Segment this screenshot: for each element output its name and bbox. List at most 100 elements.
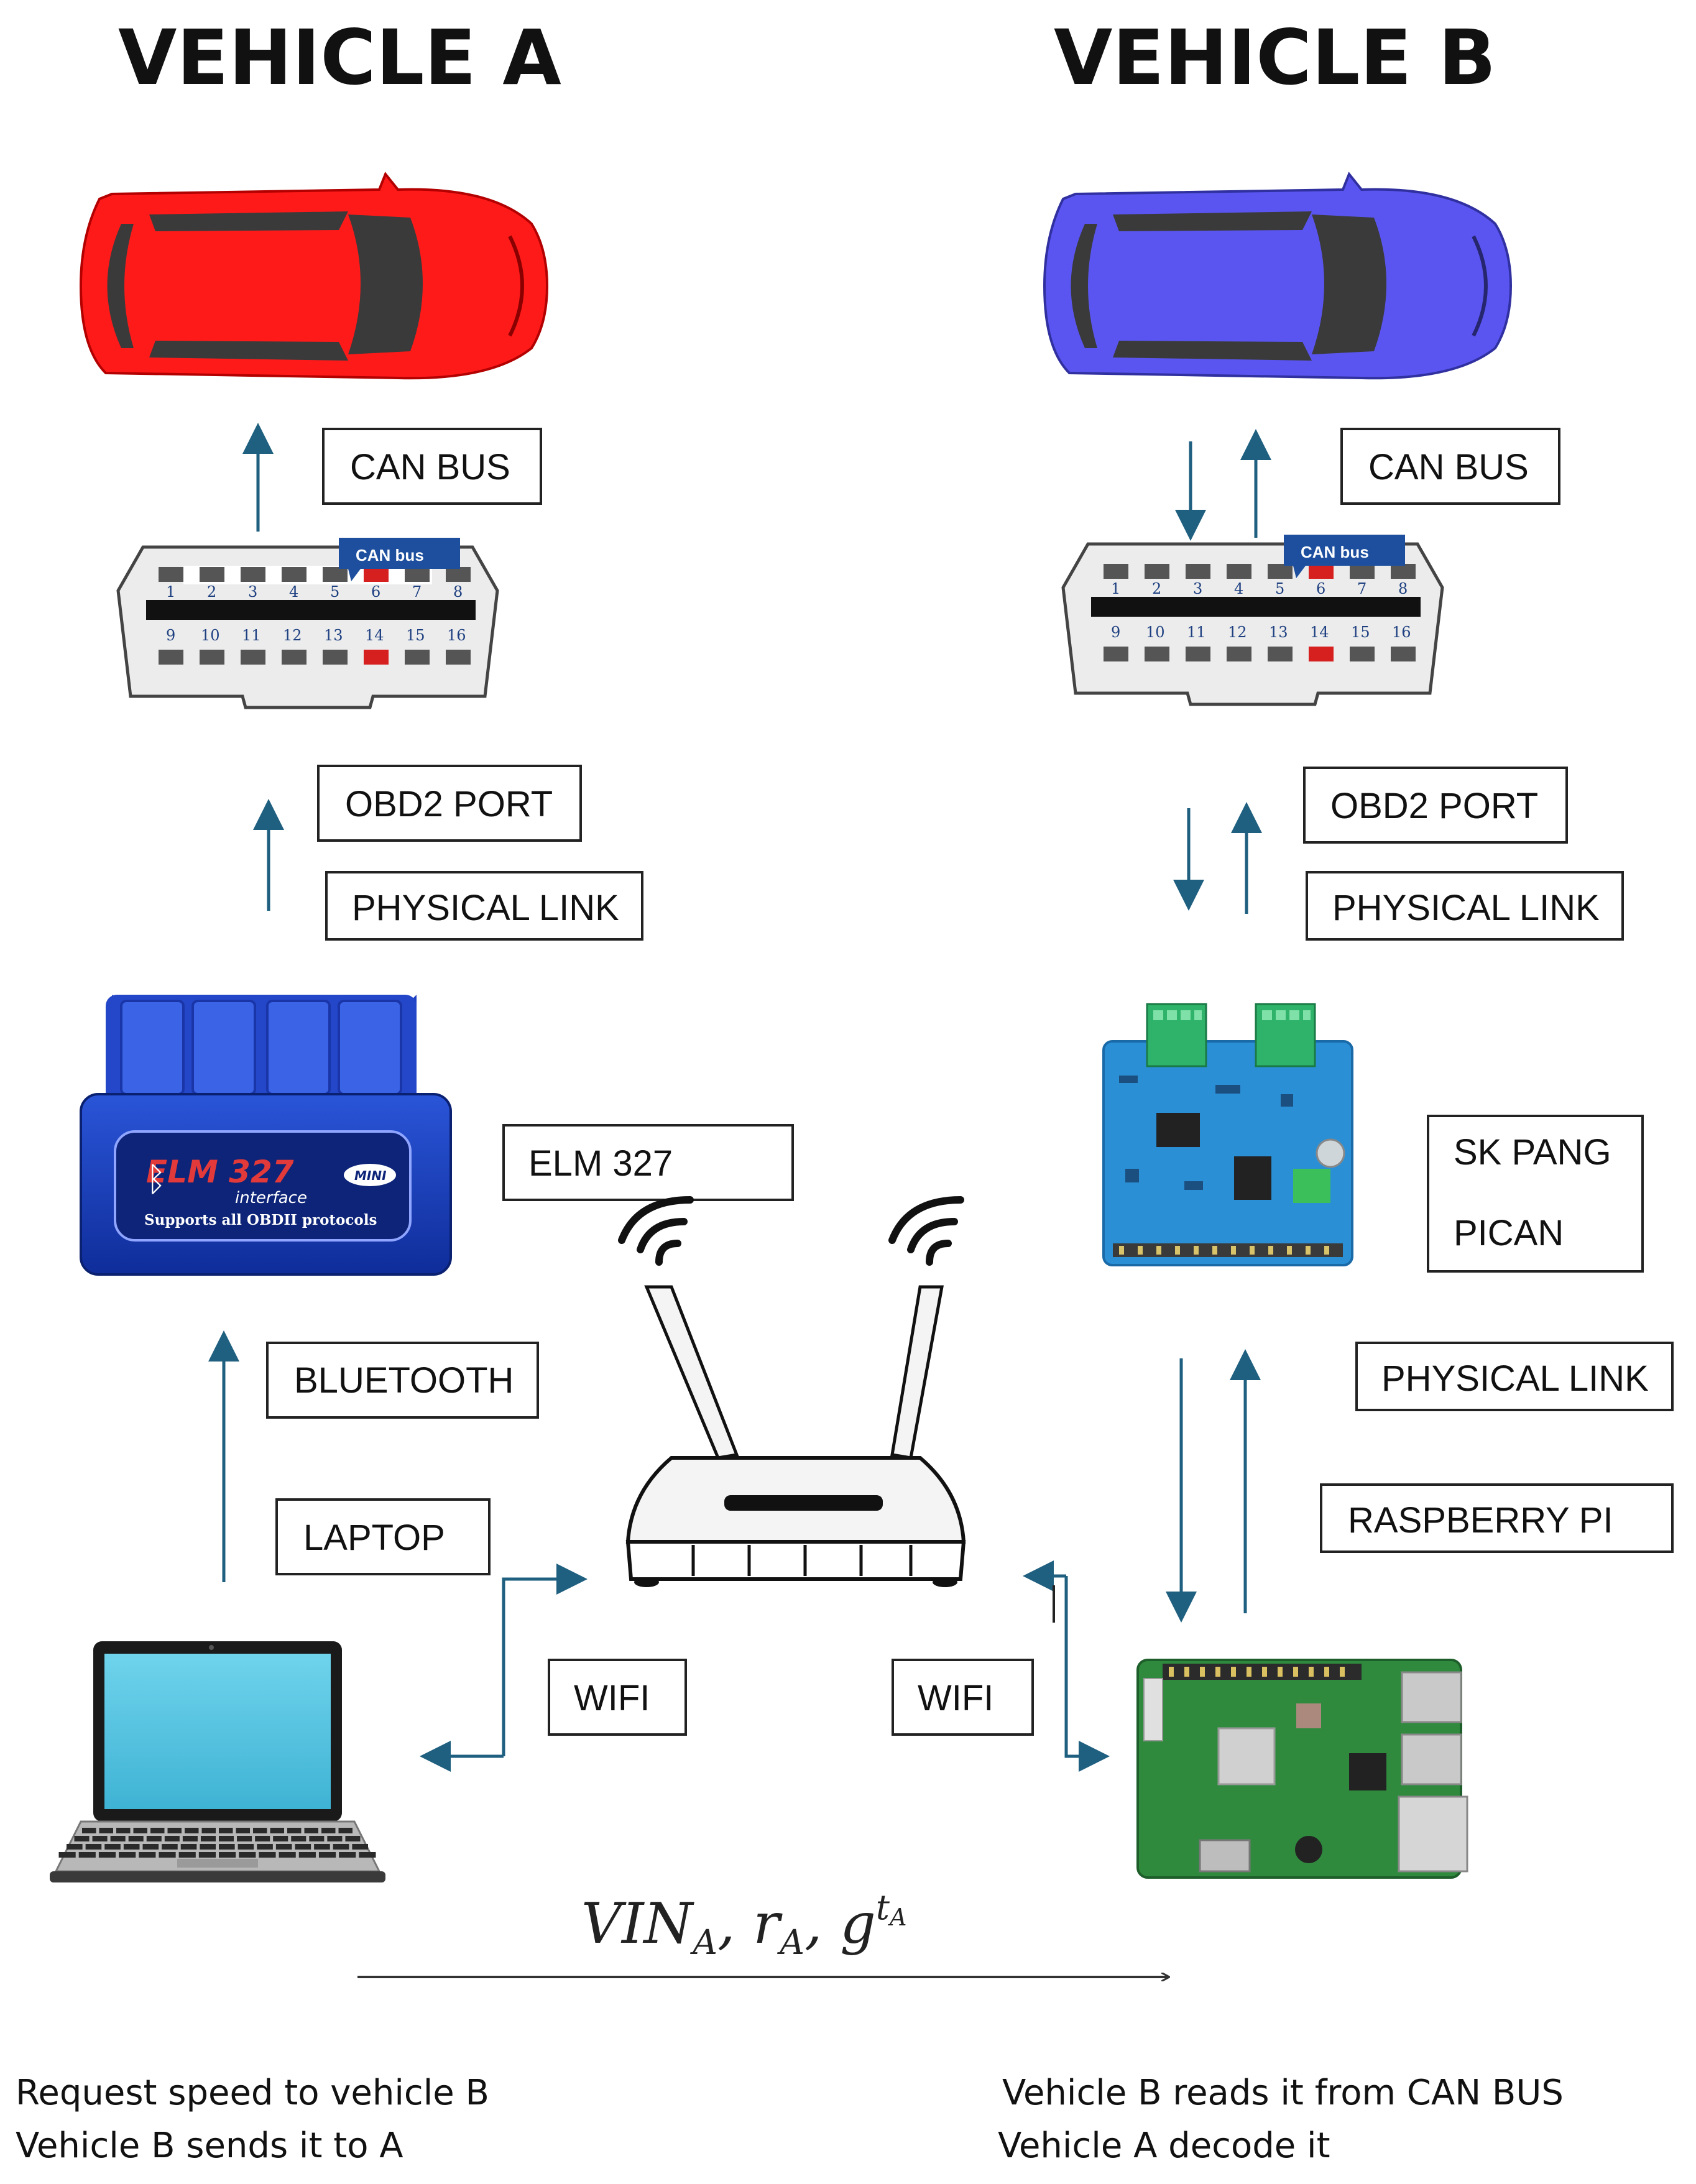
laptop-key — [273, 1836, 288, 1841]
svg-text:PHYSICAL LINK: PHYSICAL LINK — [352, 888, 619, 928]
laptop-key — [139, 1852, 156, 1858]
laptop-key — [219, 1844, 235, 1850]
laptop-key — [345, 1836, 361, 1841]
laptop-key — [287, 1828, 302, 1833]
elm327-label: ELM 327 — [502, 1124, 794, 1201]
car-b-image — [1043, 172, 1513, 380]
svg-text:SK PANG: SK PANG — [1454, 1132, 1611, 1173]
laptop-key — [182, 1836, 198, 1841]
laptop-key — [338, 1828, 353, 1833]
laptop-key — [200, 1844, 216, 1850]
laptop-key — [67, 1844, 83, 1850]
laptop-key — [82, 1828, 96, 1833]
obd-pin — [1186, 647, 1210, 661]
laptop-image — [50, 1641, 385, 1882]
obd-pin-number: 7 — [412, 583, 422, 601]
obd-pin-number: 9 — [1111, 624, 1120, 641]
wifi-signal-icon-left — [618, 1196, 694, 1266]
obd-pin — [323, 567, 348, 582]
arrow-laptop-to-router — [502, 1564, 588, 1756]
laptop-key — [133, 1828, 147, 1833]
laptop-key — [58, 1852, 76, 1858]
obd-pin — [1104, 647, 1128, 661]
obd-pin-number: 4 — [1234, 580, 1243, 597]
svg-text:WIFI: WIFI — [574, 1678, 650, 1718]
can-bus-tag-a: CAN bus — [356, 546, 424, 564]
obd-pin-number: 10 — [201, 627, 220, 644]
laptop-key — [185, 1828, 199, 1833]
obd-pin — [200, 567, 224, 582]
obd-pin-number: 15 — [406, 627, 425, 644]
physical-link-a-label: PHYSICAL LINK — [325, 871, 643, 941]
obd-pin — [1350, 647, 1375, 661]
elm327-device-image: ELM 327 MINI interface Supports all OBDI… — [80, 995, 452, 1276]
laptop-key — [92, 1836, 108, 1841]
laptop-key — [255, 1836, 270, 1841]
wifi-left-label: WIFI — [548, 1659, 687, 1736]
obd-pin — [1268, 647, 1293, 661]
laptop-key — [236, 1828, 250, 1833]
elm-tagline: Supports all OBDII protocols — [144, 1212, 377, 1228]
obd-pin — [446, 567, 471, 582]
elm-brand: ELM 327 — [146, 1154, 294, 1190]
svg-text:PICAN: PICAN — [1454, 1213, 1564, 1253]
obd2-port-a-label: OBD2 PORT — [317, 765, 582, 842]
obd-pin — [241, 650, 265, 665]
obd-pin — [1309, 564, 1334, 579]
laptop-key — [201, 1828, 216, 1833]
svg-text:RASPBERRY PI: RASPBERRY PI — [1348, 1500, 1613, 1541]
obd-pin-number: 16 — [447, 627, 466, 644]
laptop-key — [128, 1836, 144, 1841]
obd-pin-number: 3 — [1193, 580, 1202, 597]
raspberry-pi-image — [1136, 1659, 1468, 1879]
note-right-line2: Vehicle A decode it — [998, 2126, 1330, 2166]
obd-pin — [1227, 564, 1251, 579]
sk-pang-pican-label: SK PANG PICAN — [1427, 1115, 1644, 1273]
obd-pin-number: 11 — [1187, 624, 1206, 641]
laptop-key — [291, 1836, 306, 1841]
wifi-router-image — [618, 1196, 966, 1587]
obd-pin-number: 12 — [1228, 624, 1247, 641]
svg-text:OBD2 PORT: OBD2 PORT — [345, 784, 553, 824]
laptop-key — [164, 1836, 180, 1841]
svg-text:LAPTOP: LAPTOP — [303, 1518, 445, 1558]
elm-sub: interface — [235, 1189, 307, 1207]
vehicle-a-title: VEHICLE A — [118, 14, 561, 102]
obd-pin — [1309, 647, 1334, 661]
svg-text:WIFI: WIFI — [918, 1678, 993, 1718]
laptop-key — [78, 1852, 96, 1858]
physical-link-b1-label: PHYSICAL LINK — [1306, 871, 1624, 941]
obd-pin-number: 3 — [248, 583, 257, 601]
obd-pin-number: 5 — [330, 583, 339, 601]
obd-pin — [1391, 564, 1416, 579]
obd-pin-number: 12 — [283, 627, 302, 644]
obd-pin-number: 13 — [1269, 624, 1288, 641]
laptop-key — [321, 1828, 336, 1833]
bluetooth-icon: ᛒ — [146, 1159, 166, 1199]
laptop-key — [270, 1828, 284, 1833]
can-bus-tag-b: CAN bus — [1301, 543, 1369, 561]
can-bus-b-label: CAN BUS — [1340, 428, 1560, 505]
laptop-key — [318, 1852, 336, 1858]
can-bus-a-label: CAN BUS — [322, 428, 542, 505]
laptop-key — [142, 1844, 159, 1850]
obd-pin — [364, 567, 389, 582]
svg-text:CAN BUS: CAN BUS — [350, 447, 510, 487]
laptop-key — [339, 1852, 356, 1858]
laptop-key — [219, 1852, 236, 1858]
obd-pin — [241, 567, 265, 582]
obd-pin-number: 15 — [1351, 624, 1370, 641]
laptop-key — [237, 1844, 254, 1850]
obd-pin-number: 16 — [1392, 624, 1411, 641]
obd-pin-number: 14 — [365, 627, 384, 644]
laptop-key — [150, 1828, 165, 1833]
laptop-key — [298, 1852, 316, 1858]
obd-pin-number: 1 — [1111, 580, 1120, 597]
laptop-key — [85, 1844, 102, 1850]
obd-pin-number: 1 — [166, 583, 175, 601]
message-formula: VINA, rA, gtA — [581, 1887, 906, 1962]
laptop-key — [259, 1852, 276, 1858]
obd-pin — [282, 650, 306, 665]
laptop-key — [219, 1836, 234, 1841]
obd-pin — [159, 650, 183, 665]
